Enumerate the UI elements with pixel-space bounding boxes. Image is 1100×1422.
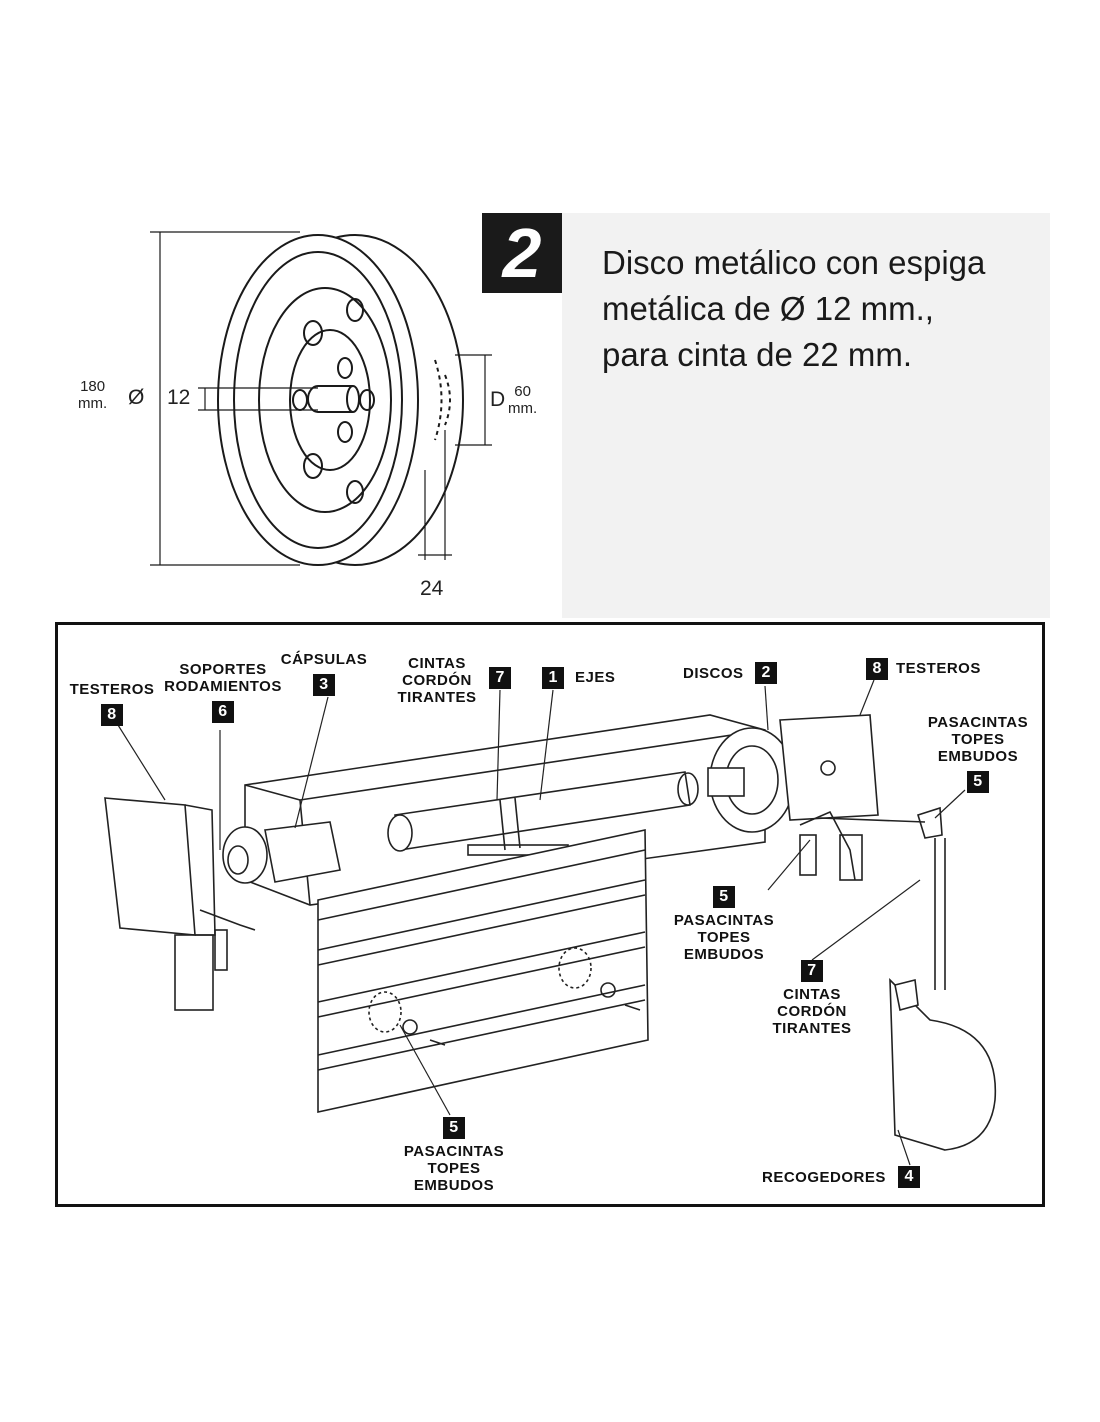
part-badge: 7 [801,960,823,982]
part-badge: 5 [967,771,989,793]
part-badge: 4 [898,1166,920,1188]
part-badge: 5 [443,1117,465,1139]
part-number-badge: 2 [482,213,562,293]
label-line: CINTAS [408,655,466,672]
label-testeros-left: TESTEROS 8 [68,681,156,726]
label-pasacintas-right: PASACINTAS TOPES EMBUDOS 5 [922,714,1034,793]
right-end-plate [779,714,879,821]
label-line: PASACINTAS [927,714,1029,731]
disc-technical-drawing [150,231,492,566]
part-badge: 6 [212,701,234,723]
label-line: CORDÓN [777,1003,847,1020]
inner-diameter-value: 60 [514,383,531,400]
label-ejes: EJES [575,669,616,686]
assembly-diagram-frame [55,622,1045,1207]
label-pasacintas-bottom: 5 PASACINTAS TOPES EMBUDOS [396,1117,512,1194]
label-recogedores: RECOGEDORES [762,1169,886,1186]
label-line: CINTAS [783,986,841,1003]
part-badge: 8 [866,658,888,680]
outer-diameter-unit: mm. [78,395,108,412]
label-line: CORDÓN [402,672,472,689]
part-badge: 8 [101,704,123,726]
shaft-diameter-value: 12 [167,386,191,409]
label-line: TOPES [697,929,751,946]
outer-diameter-label: 180 mm. [78,378,107,412]
part-badge: 3 [313,674,335,696]
description: Disco metálico con espiga metálica de Ø … [602,240,1042,378]
width-value: 24 [420,577,444,600]
label-line: EMBUDOS [937,748,1019,765]
label-soportes-rodamientos: SOPORTES RODAMIENTOS 6 [162,661,284,723]
inner-diameter-unit: mm. [508,400,538,417]
label-line: SOPORTES [179,661,267,678]
label-line: TOPES [951,731,1005,748]
description-line: para cinta de 22 mm. [602,336,912,373]
shutter-slats [317,829,649,1113]
label-capsulas: CÁPSULAS 3 [278,651,370,696]
label-pasacintas-mid: 5 PASACINTAS TOPES EMBUDOS [664,886,784,963]
label-line: TOPES [427,1160,481,1177]
label-line: EMBUDOS [683,946,765,963]
label-line: CÁPSULAS [280,651,368,668]
description-line: metálica de Ø 12 mm., [602,290,934,327]
label-line: EMBUDOS [413,1177,495,1194]
inner-diameter-label: 60 mm. [508,383,537,417]
label-line: PASACINTAS [673,912,775,929]
inner-diameter-letter: D [490,388,506,411]
outer-diameter-value: 180 [80,378,106,395]
part-badge: 5 [713,886,735,908]
label-line: TESTEROS [69,681,155,698]
label-line: TIRANTES [772,1020,852,1037]
recoiler [889,978,997,1151]
part-badge: 2 [755,662,777,684]
part-badge: 7 [489,667,511,689]
diameter-symbol: Ø [128,386,145,409]
label-cintas-right: 7 CINTAS CORDÓN TIRANTES [760,960,864,1037]
part-badge: 1 [542,667,564,689]
label-line: RODAMIENTOS [164,678,282,695]
label-testeros-right: TESTEROS [896,660,981,677]
label-discos: DISCOS [683,665,744,682]
description-line: Disco metálico con espiga [602,244,986,281]
info-panel [562,213,1050,618]
label-line: PASACINTAS [403,1143,505,1160]
label-cintas-top: CINTAS CORDÓN TIRANTES [392,655,482,706]
left-end-plate [104,797,196,936]
label-line: TIRANTES [397,689,477,706]
